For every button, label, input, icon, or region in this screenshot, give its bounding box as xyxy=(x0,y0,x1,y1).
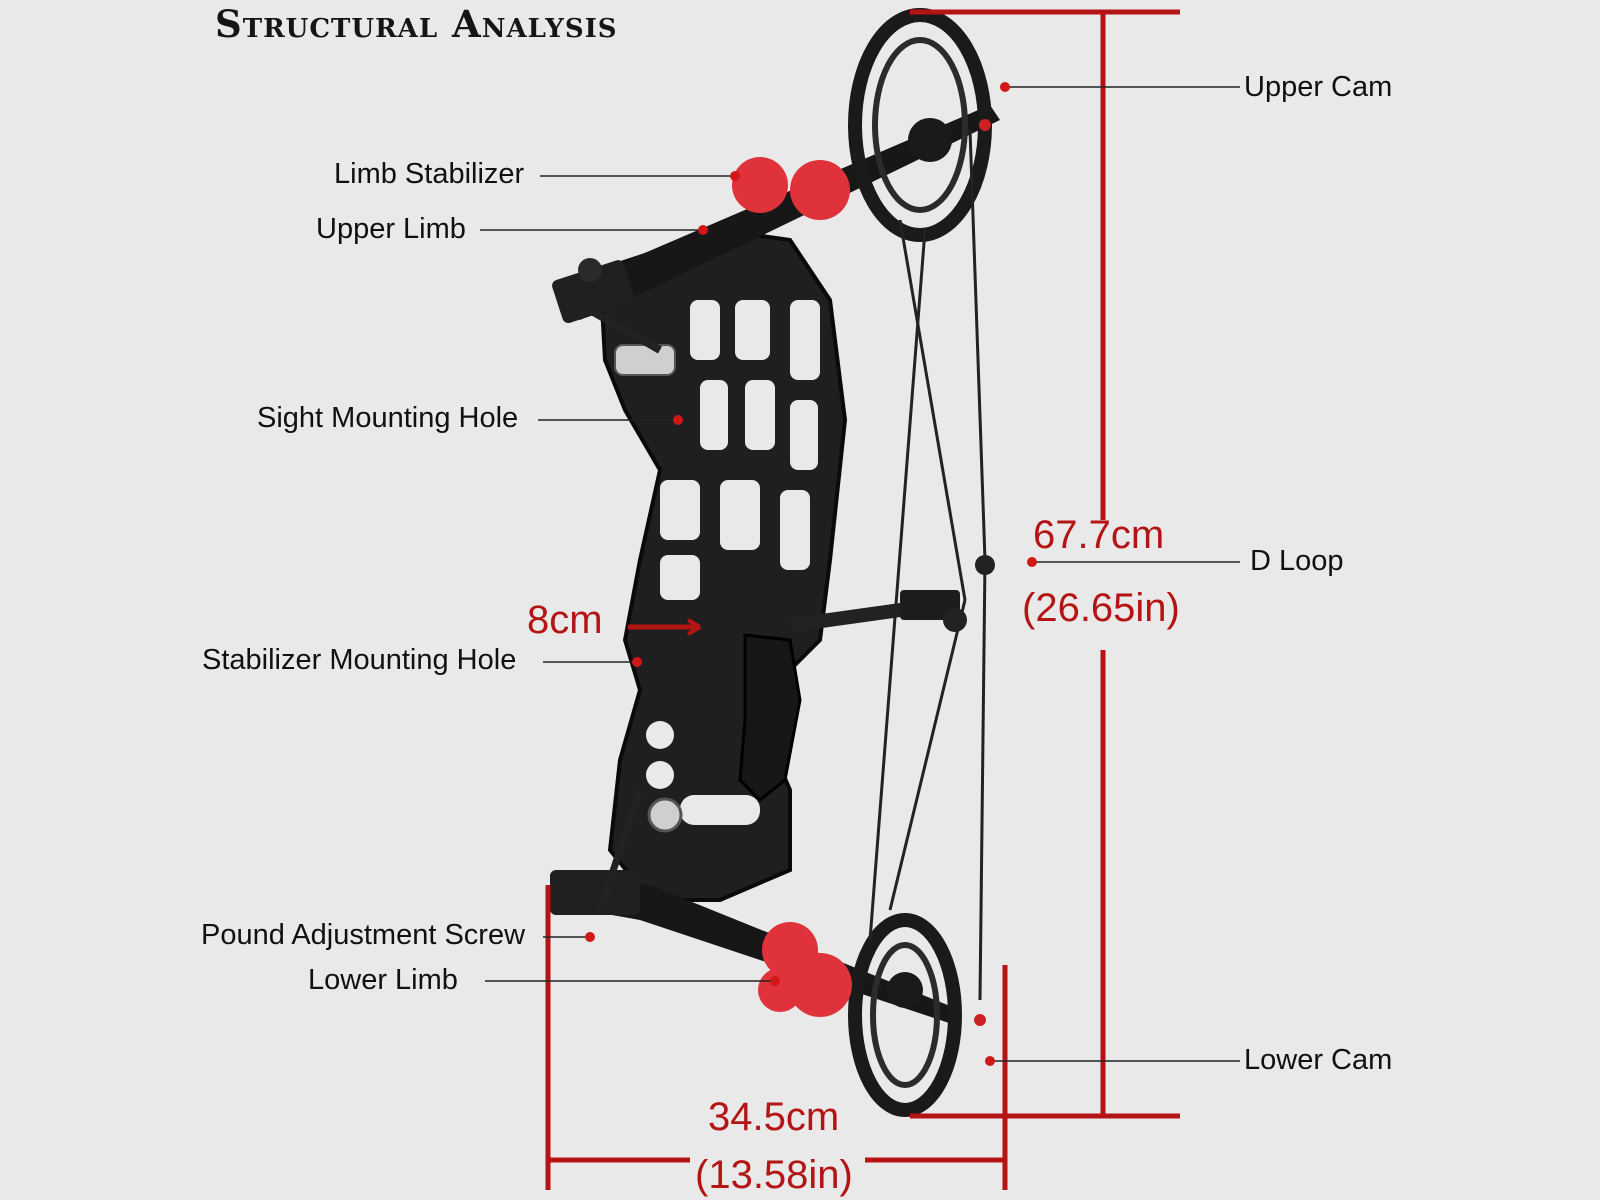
label-lower-cam: Lower Cam xyxy=(1244,1044,1393,1076)
limb-stabilizers xyxy=(732,157,852,1017)
dimension-height-cm: 67.7cm xyxy=(1033,513,1165,557)
label-pound-adjustment-screw: Pound Adjustment Screw xyxy=(201,919,526,951)
leader-lines xyxy=(480,86,1240,1062)
dimension-lines xyxy=(545,9,1180,1190)
label-limb-stabilizer: Limb Stabilizer xyxy=(334,158,525,190)
label-d-loop: D Loop xyxy=(1250,545,1344,577)
leader-dots xyxy=(585,82,1037,1066)
riser xyxy=(597,227,848,902)
d-loop-ring xyxy=(975,555,995,575)
label-upper-limb: Upper Limb xyxy=(316,213,466,245)
upper-cam xyxy=(848,8,992,242)
diagram-title: Structural Analysis xyxy=(215,2,618,46)
label-stabilizer-mounting-hole: Stabilizer Mounting Hole xyxy=(202,644,517,676)
strings xyxy=(868,129,987,1001)
label-upper-cam: Upper Cam xyxy=(1244,71,1393,103)
lower-cam xyxy=(848,913,986,1117)
stabilizer-arm xyxy=(789,590,967,633)
dimension-grip-width: 8cm xyxy=(527,598,603,642)
label-lower-limb: Lower Limb xyxy=(308,964,458,996)
dimension-width-in: (13.58in) xyxy=(695,1153,853,1197)
dimension-width-cm: 34.5cm xyxy=(708,1095,840,1139)
dimension-height-in: (26.65in) xyxy=(1022,586,1180,630)
label-sight-mounting-hole: Sight Mounting Hole xyxy=(257,402,519,434)
